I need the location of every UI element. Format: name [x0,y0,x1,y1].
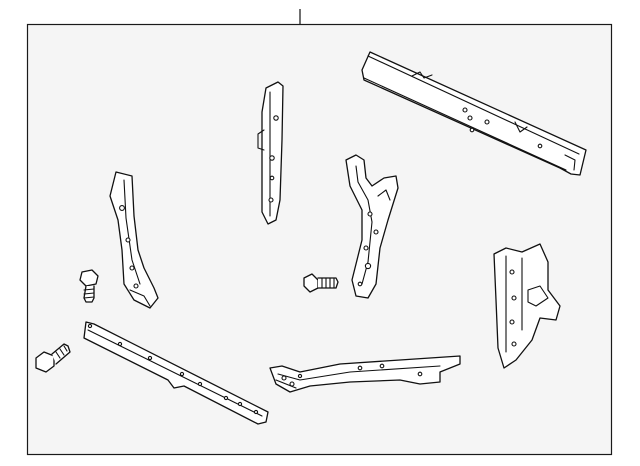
hood-latch-support [345,154,399,299]
right-side-support [493,243,561,369]
left-side-support [109,171,159,309]
lower-side-member [269,355,461,393]
diagram-frame [26,23,613,456]
bolt-upper-left [79,269,99,303]
upper-tie-bar [361,51,587,176]
lower-tie-bar [83,321,269,425]
center-support-bracket [257,81,284,225]
bolt-center [303,273,339,293]
bolt-lower-left [35,343,71,373]
